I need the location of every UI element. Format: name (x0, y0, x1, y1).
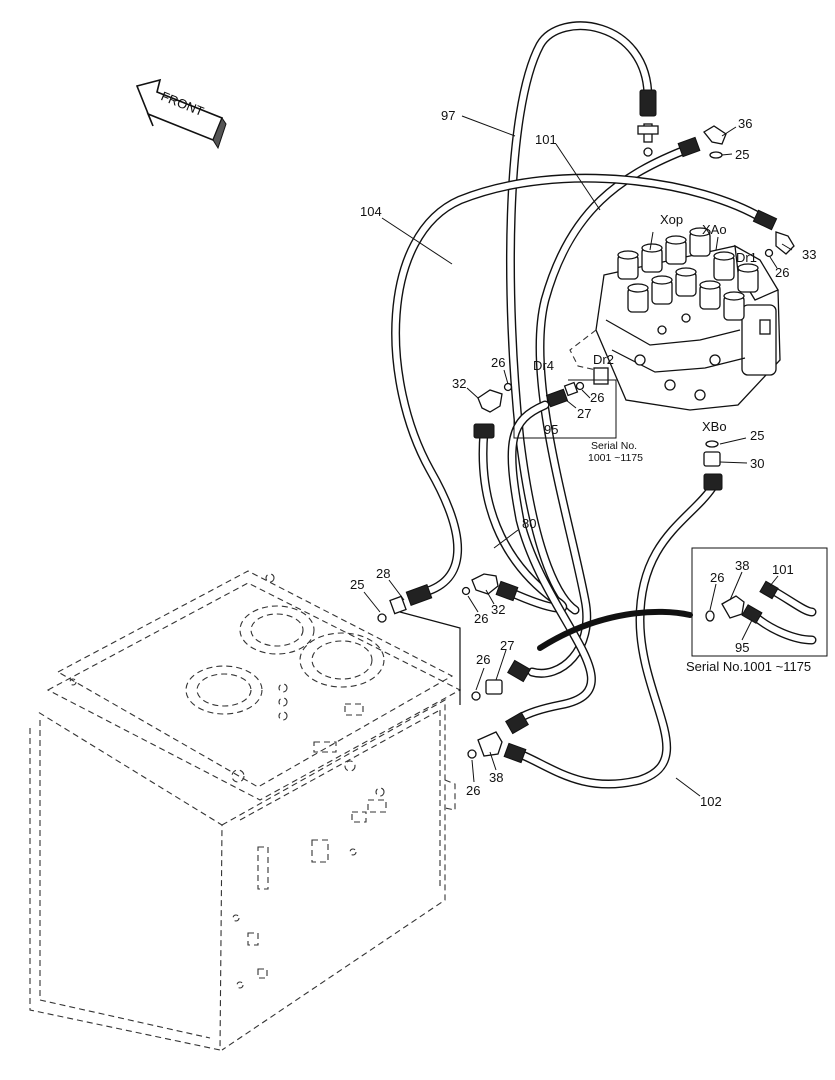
part-label-28: 28 (376, 566, 390, 581)
serial-note-2: Serial No.1001 ~1175 (686, 659, 811, 674)
port-label-dr1: Dr1 (736, 250, 757, 265)
part-label-102: 102 (700, 794, 722, 809)
serial-box-1: Serial No. 1001 ~1175 (513, 379, 643, 464)
part-label-25b: 25 (750, 428, 764, 443)
part-label-32a: 32 (452, 376, 466, 391)
part-label-27a: 27 (577, 406, 591, 421)
part-label-25a: 25 (735, 147, 749, 162)
port-label-xao: XAo (702, 222, 727, 237)
part-label-36: 36 (738, 116, 752, 131)
front-direction-arrow: FRONT (135, 78, 227, 150)
part-label-32b: 32 (491, 602, 505, 617)
part-label-97: 97 (441, 108, 455, 123)
port-labels: Xop XAo Dr1 Dr4 Dr2 XBo (533, 212, 757, 434)
port-label-xop: Xop (660, 212, 683, 227)
part-label-30: 30 (750, 456, 764, 471)
curved-bar (537, 608, 693, 651)
part-label-26f: 26 (466, 783, 480, 798)
part-label-27b: 27 (500, 638, 514, 653)
fittings (377, 89, 795, 764)
part-label-26g: 26 (710, 570, 724, 585)
part-label-26b: 26 (491, 355, 505, 370)
part-label-26e: 26 (476, 652, 490, 667)
part-labels: 97 101 36 25 104 33 26 26 32 26 27 95 25… (350, 108, 816, 809)
part-label-25c: 25 (350, 577, 364, 592)
serial-box-2: Serial No.1001 ~1175 (686, 547, 828, 674)
serial-note-1-line1: Serial No. (591, 440, 637, 452)
part-label-26a: 26 (775, 265, 789, 280)
port-label-dr4: Dr4 (533, 358, 554, 373)
part-label-101b: 101 (772, 562, 794, 577)
serial-note-1-line2: 1001 ~1175 (588, 452, 643, 464)
main-control-valve (569, 227, 781, 411)
part-label-26c: 26 (590, 390, 604, 405)
port-label-dr2: Dr2 (593, 352, 614, 367)
valve-spools (617, 227, 759, 321)
part-label-38b: 38 (735, 558, 749, 573)
part-label-95b: 95 (735, 640, 749, 655)
part-label-38a: 38 (489, 770, 503, 785)
part-label-33: 33 (802, 247, 816, 262)
hose-102 (510, 483, 717, 789)
part-label-95a: 95 (544, 422, 558, 437)
part-label-80: 80 (522, 516, 536, 531)
port-label-xbo: XBo (702, 419, 727, 434)
part-label-26d: 26 (474, 611, 488, 626)
part-label-104: 104 (360, 204, 382, 219)
hoses (391, 21, 770, 789)
hydraulic-tank (29, 570, 462, 1051)
part-label-101: 101 (535, 132, 557, 147)
leader-lines (363, 115, 793, 797)
